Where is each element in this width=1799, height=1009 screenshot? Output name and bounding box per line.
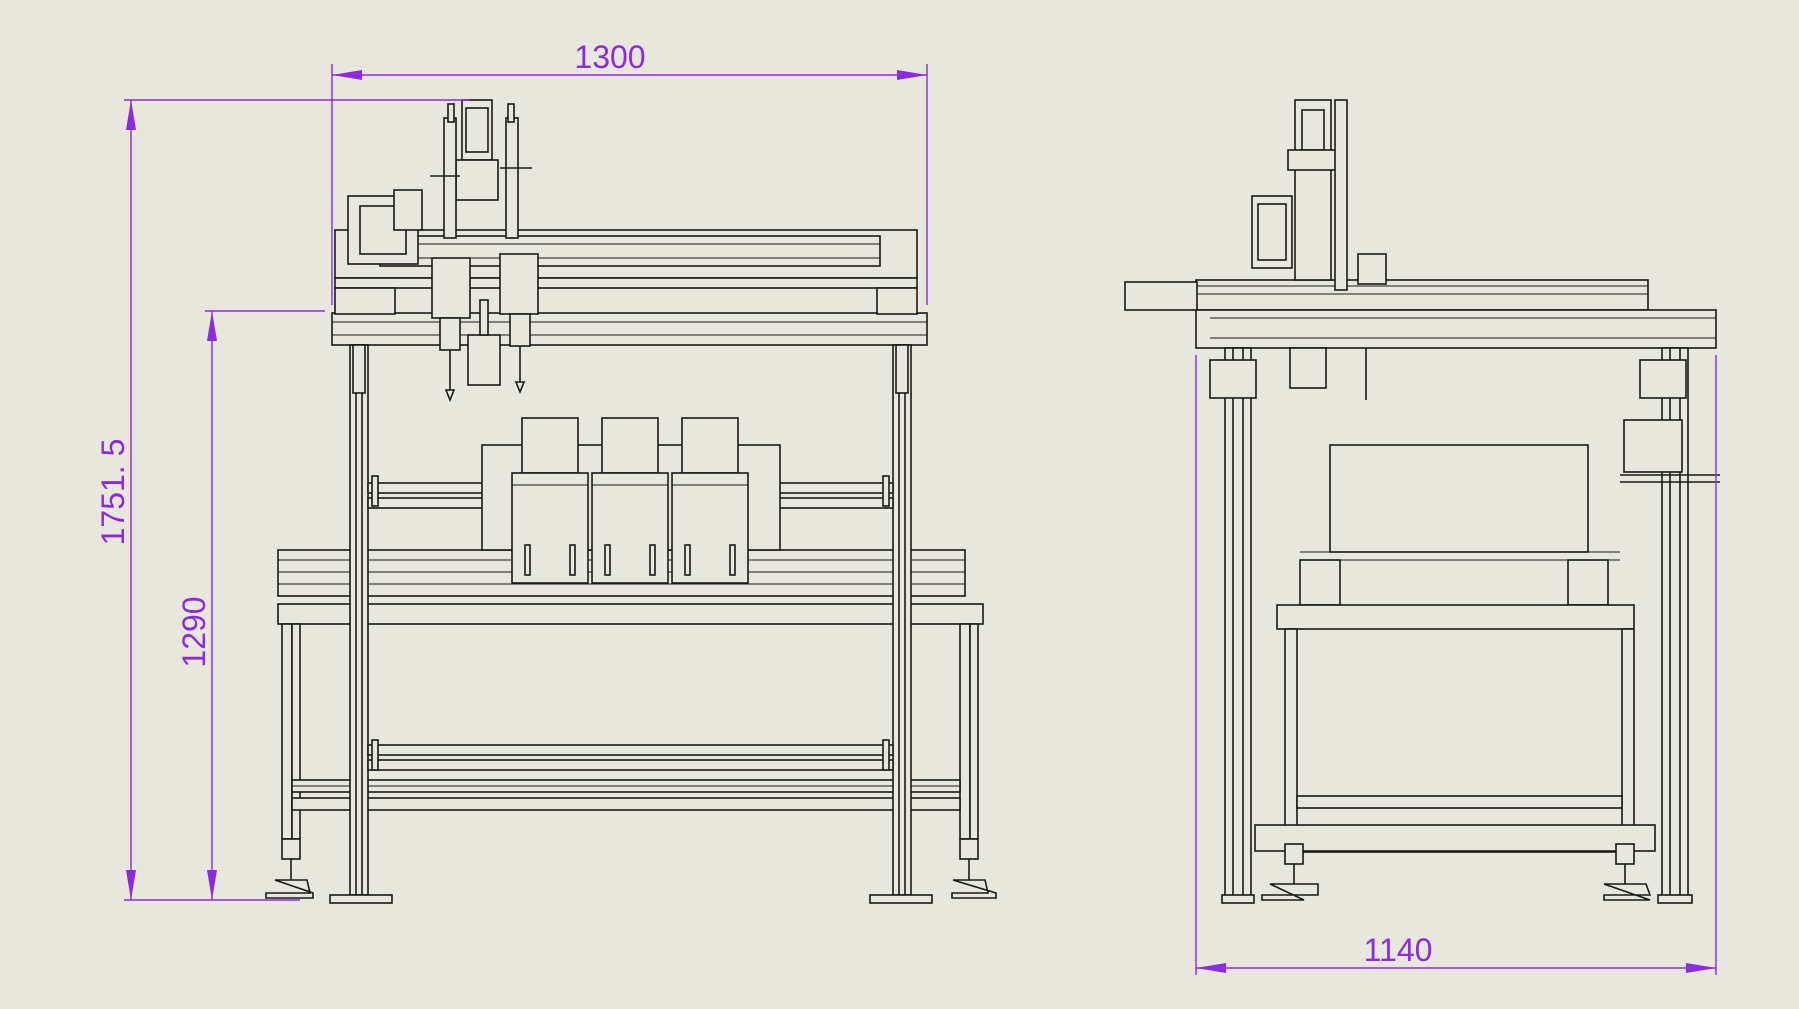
side-view <box>1124 99 1720 904</box>
front-gantry-beam <box>334 189 918 315</box>
dimension-label-depth: 1140 <box>1364 932 1433 968</box>
dimension-height-1751-5: 1751. 5 <box>95 99 470 901</box>
dimension-label-width: 1300 <box>574 39 645 75</box>
front-view <box>265 99 997 904</box>
dimension-height-1290: 1290 <box>176 310 325 900</box>
front-feeder-tanks <box>481 417 781 584</box>
dimension-width-1300: 1300 <box>331 39 928 305</box>
front-workbench <box>265 549 997 899</box>
dimension-label-overall-height: 1751. 5 <box>95 439 131 546</box>
dimension-label-frame-height: 1290 <box>176 596 212 667</box>
front-dispensing-heads <box>430 99 539 403</box>
dimension-depth-1140: 1140 <box>1195 355 1717 975</box>
